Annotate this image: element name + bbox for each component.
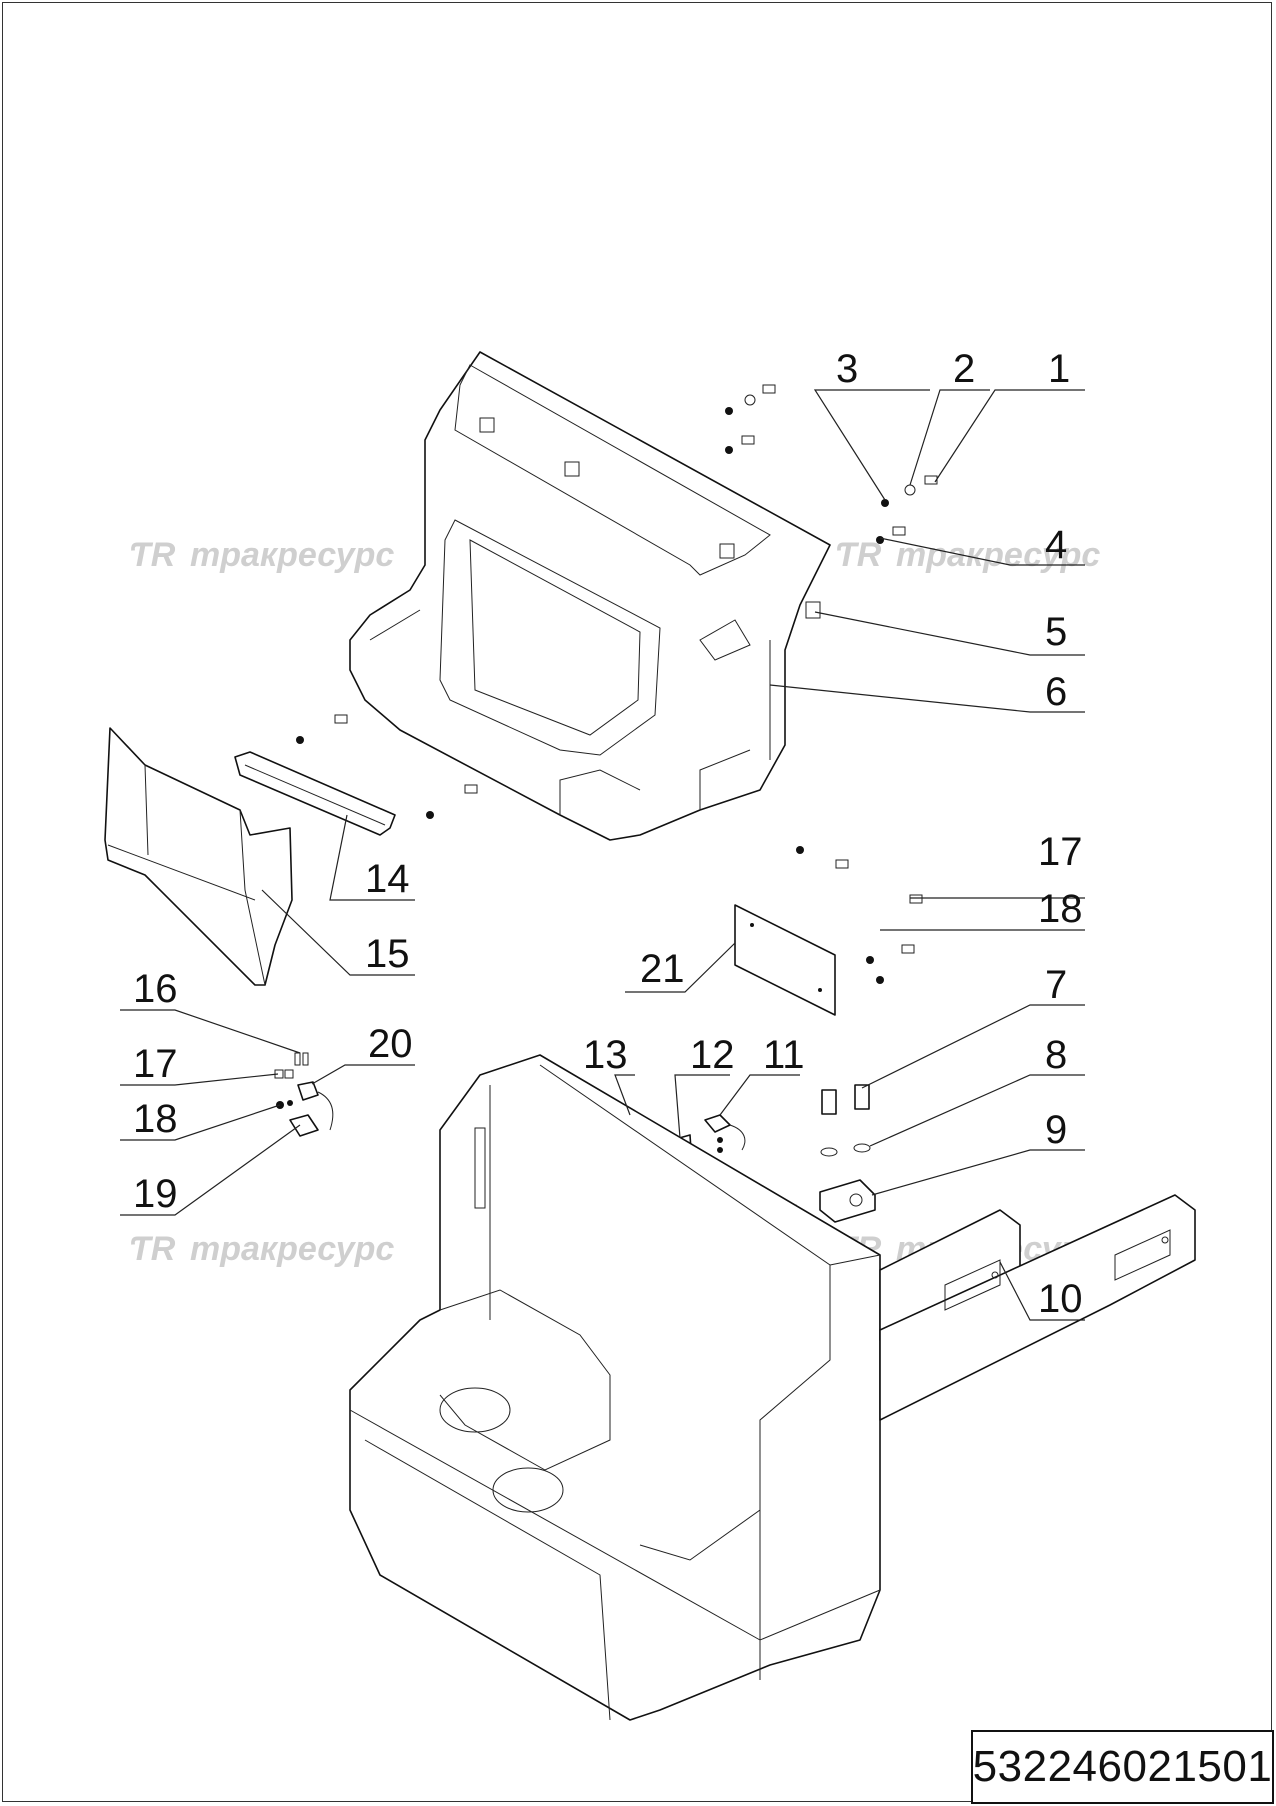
watermark-text: тракресурс (190, 1230, 394, 1268)
callout-1: 1 (1048, 347, 1070, 391)
callout-7: 7 (1045, 963, 1067, 1007)
callout-17-left: 17 (133, 1042, 178, 1086)
watermark-text: тракресурс (190, 536, 394, 574)
watermark-text: тракресурс (896, 536, 1100, 574)
callout-16: 16 (133, 967, 178, 1011)
callout-10: 10 (1038, 1277, 1083, 1321)
watermark-logo-icon: ƬR (130, 536, 176, 574)
side-cover-part (104, 727, 293, 986)
fork-arms-part (879, 1194, 1196, 1421)
chassis-frame-part (349, 1054, 881, 1721)
watermark-top-right: ƬR тракресурс (836, 536, 1100, 574)
bracket-part (234, 714, 478, 836)
callout-2: 2 (953, 347, 975, 391)
callout-17-right: 17 (1038, 830, 1083, 874)
callout-14: 14 (365, 857, 410, 901)
callout-19: 19 (133, 1172, 178, 1216)
document-number: 532246021501 (971, 1730, 1274, 1804)
callout-5: 5 (1045, 610, 1067, 654)
callout-labels: 1 2 3 4 5 6 7 8 9 10 11 12 13 14 15 16 1… (133, 347, 1083, 1321)
leader-lines (120, 389, 1085, 1321)
sensor-parts (274, 1052, 334, 1137)
callout-6: 6 (1045, 670, 1067, 714)
callout-8: 8 (1045, 1033, 1067, 1077)
watermark-bottom-left: ƬR тракресурс (130, 1230, 394, 1268)
watermark-top-left: ƬR тракресурс (130, 536, 394, 574)
callout-12: 12 (690, 1033, 735, 1077)
plate-part (734, 846, 923, 1016)
cover-fasteners (725, 384, 938, 619)
callout-9: 9 (1045, 1108, 1067, 1152)
callout-21: 21 (640, 947, 685, 991)
callout-11: 11 (763, 1033, 805, 1077)
callout-18-left: 18 (133, 1097, 178, 1141)
top-cover-part (349, 351, 831, 841)
watermark-logo-icon: ƬR (130, 1230, 176, 1268)
callout-4: 4 (1045, 523, 1067, 567)
callout-15: 15 (365, 932, 410, 976)
callout-3: 3 (836, 347, 858, 391)
callout-13: 13 (583, 1033, 628, 1077)
callout-20: 20 (368, 1022, 413, 1066)
callout-18-right: 18 (1038, 887, 1083, 931)
watermark-logo-icon: ƬR (836, 536, 882, 574)
